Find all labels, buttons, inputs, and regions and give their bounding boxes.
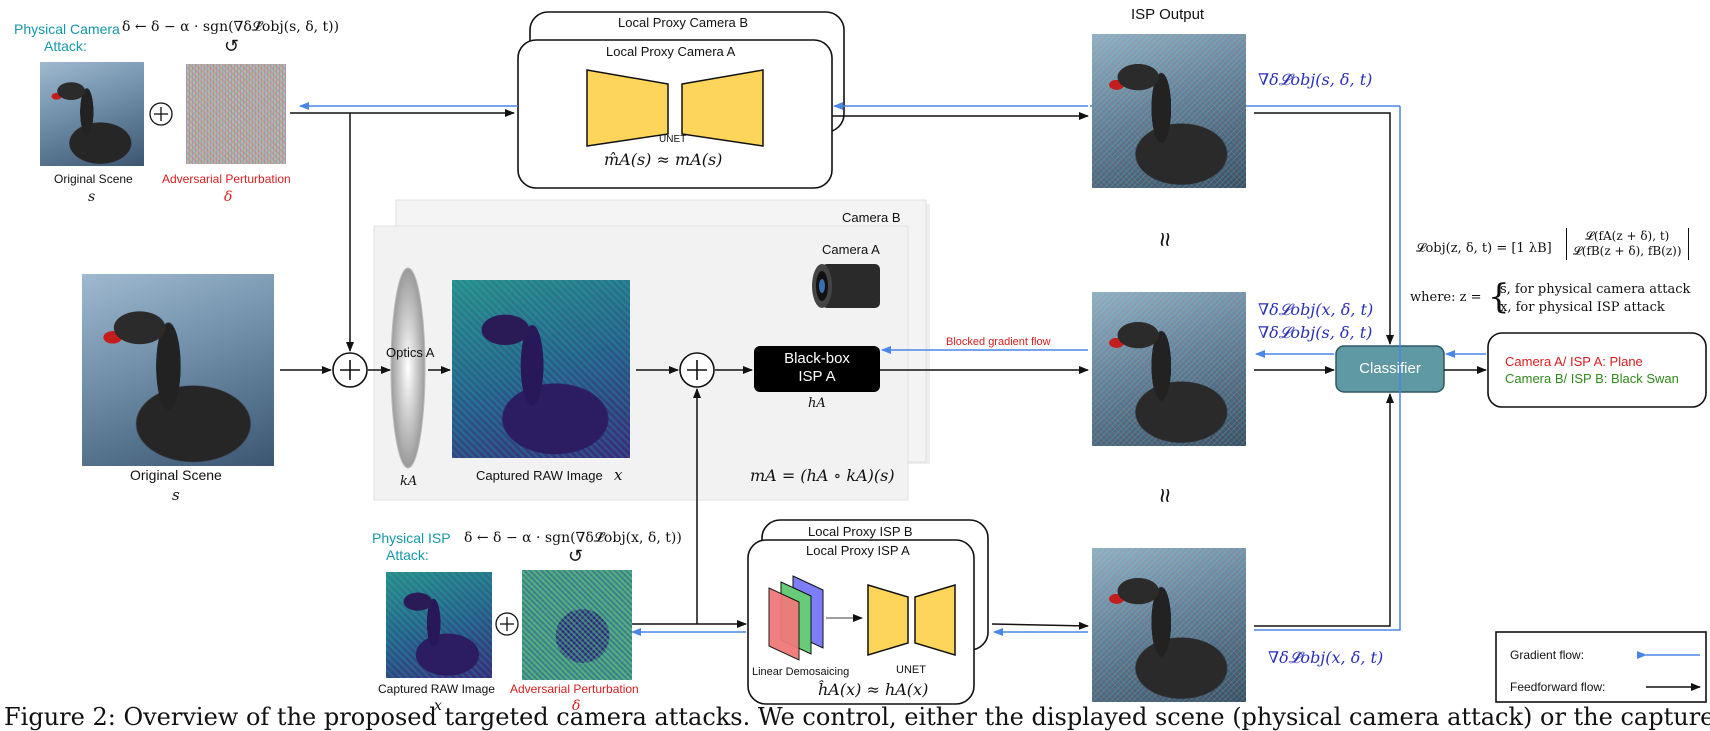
plus-icon-isp-attack <box>495 612 519 636</box>
result-camera-a: Camera A/ ISP A: Plane <box>1505 354 1643 369</box>
optics-var: kA <box>400 474 418 489</box>
original-scene-thumbnail <box>40 62 144 166</box>
camera-attack-update-rule: δ ← δ − α · sgn(∇δ𝓛̂obj(s, δ, t)) <box>122 19 340 35</box>
isp-output-title: ISP Output <box>1131 6 1205 23</box>
unet-encoder-shape <box>586 69 669 147</box>
proxy-isp-unet-label: UNET <box>896 664 926 676</box>
proxy-isp-a-label: Local Proxy ISP A <box>806 543 910 558</box>
figure-caption: Figure 2: Overview of the proposed targe… <box>4 703 1710 731</box>
where-case-1: s, for physical camera attack <box>1500 282 1691 297</box>
isp-output-image-top <box>1092 34 1246 188</box>
legend-box <box>1495 631 1707 703</box>
captured-raw-thumbnail <box>386 572 492 678</box>
isp-unet-encoder-shape <box>867 583 909 657</box>
captured-raw-var: x <box>614 466 623 484</box>
proxy-isp-equation: ĥA(x) ≈ hA(x) <box>818 680 929 699</box>
perturbation-thumb-label: Adversarial Perturbation <box>162 172 291 186</box>
original-scene-thumb-var: s <box>88 189 96 205</box>
perturbation-thumb-var: δ <box>224 189 233 205</box>
blackbox-isp-line2: ISP A <box>798 368 836 385</box>
physical-isp-attack-subtitle: Attack: <box>386 547 429 563</box>
legend-feedforward-label: Feedforward flow: <box>1510 680 1606 694</box>
camera-device-icon <box>812 264 880 308</box>
result-camera-b: Camera B/ ISP B: Black Swan <box>1505 371 1679 386</box>
raw-perturbation-var: δ <box>572 698 581 714</box>
physical-camera-attack-title: Physical Camera <box>14 21 120 37</box>
raw-thumb-label: Captured RAW Image <box>378 682 495 696</box>
original-scene-image <box>82 274 274 466</box>
gradient-label-top: ∇δ𝓛̂obj(s, δ, t) <box>1258 70 1373 89</box>
sum-node-raw <box>679 352 715 388</box>
gradient-label-bottom: ∇δ𝓛̂obj(x, δ, t) <box>1268 648 1384 667</box>
isp-unet-decoder-shape <box>914 583 956 657</box>
camera-b-label: Camera B <box>842 210 901 225</box>
where-case-2: x, for physical ISP attack <box>1500 300 1665 315</box>
loss-matrix-row-1: 𝓛(fA(z + δ), t) <box>1585 229 1670 243</box>
captured-raw-image <box>452 280 630 458</box>
optics-label: Optics A <box>386 345 435 360</box>
blackbox-isp-box <box>754 346 880 392</box>
demosaic-planes-shape <box>768 575 863 661</box>
loss-equation-lhs: 𝓛obj(z, δ, t) = [1 λB] <box>1416 241 1552 256</box>
gradient-arrows <box>299 102 1486 636</box>
proxy-camera-a-label: Local Proxy Camera A <box>606 44 736 59</box>
proxy-camera-equation: m̂A(s) ≈ mA(s) <box>604 150 723 169</box>
classifier-label: Classifier <box>1359 360 1421 377</box>
result-box <box>1487 332 1707 408</box>
classifier-box <box>1335 345 1445 393</box>
proxy-camera-unet-label: UNET <box>659 134 687 145</box>
legend-gradient-label: Gradient flow: <box>1510 648 1585 662</box>
isp-attack-update-rule: δ ← δ − α · sgn(∇δ𝓛̂obj(x, δ, t)) <box>464 530 682 546</box>
raw-perturbation-thumbnail <box>522 570 632 680</box>
loss-matrix-row-2: 𝓛(fB(z + δ), fB(z)) <box>1573 244 1682 258</box>
proxy-isp-b-label: Local Proxy ISP B <box>808 524 913 539</box>
feedforward-arrows <box>280 109 1487 630</box>
blackbox-isp-line1: Black-box <box>784 350 850 367</box>
optics-lens <box>390 267 426 469</box>
isp-output-image-middle <box>1092 292 1246 446</box>
blackbox-isp-var: hA <box>808 396 826 411</box>
where-brace: { <box>1488 277 1510 317</box>
unet-decoder-shape <box>681 69 764 147</box>
loss-matrix: 𝓛(fA(z + δ), t) 𝓛(fB(z + δ), fB(z)) <box>1566 228 1689 260</box>
gradient-label-mid-raw: ∇δ𝓛obj(x, δ, t) <box>1258 300 1374 319</box>
blackbox-isp-label: Black-box ISP A <box>754 350 880 386</box>
isp-attack-loop-icon: ↺ <box>568 546 584 566</box>
where-prefix: where: z = <box>1410 290 1482 305</box>
sum-node-main <box>332 352 368 388</box>
original-scene-thumb-label: Original Scene <box>54 172 133 186</box>
physical-isp-attack-title: Physical ISP <box>372 530 451 546</box>
plus-icon-camera-attack <box>149 102 173 126</box>
isp-output-image-bottom <box>1092 548 1246 702</box>
blocked-gradient-label: Blocked gradient flow <box>946 336 1051 348</box>
camera-model-equation: mA = (hA ∘ kA)(s) <box>750 466 895 485</box>
original-scene-label: Original Scene <box>130 467 222 483</box>
approx-symbol-upper: ≈ <box>1150 232 1181 247</box>
captured-raw-label: Captured RAW Image <box>476 468 603 483</box>
physical-camera-attack-subtitle: Attack: <box>44 38 87 54</box>
gradient-label-mid-scene: ∇δ𝓛obj(s, δ, t) <box>1258 323 1373 342</box>
demosaic-label: Linear Demosaicing <box>752 666 850 678</box>
approx-symbol-lower: ≈ <box>1150 488 1181 503</box>
proxy-camera-b-label: Local Proxy Camera B <box>618 15 749 30</box>
camera-a-label: Camera A <box>822 242 880 257</box>
raw-thumb-var: x <box>434 698 442 714</box>
original-scene-var: s <box>172 486 180 504</box>
camera-attack-loop-icon: ↺ <box>224 36 240 56</box>
adversarial-perturbation-thumbnail <box>186 64 286 164</box>
raw-perturbation-label: Adversarial Perturbation <box>510 682 639 696</box>
